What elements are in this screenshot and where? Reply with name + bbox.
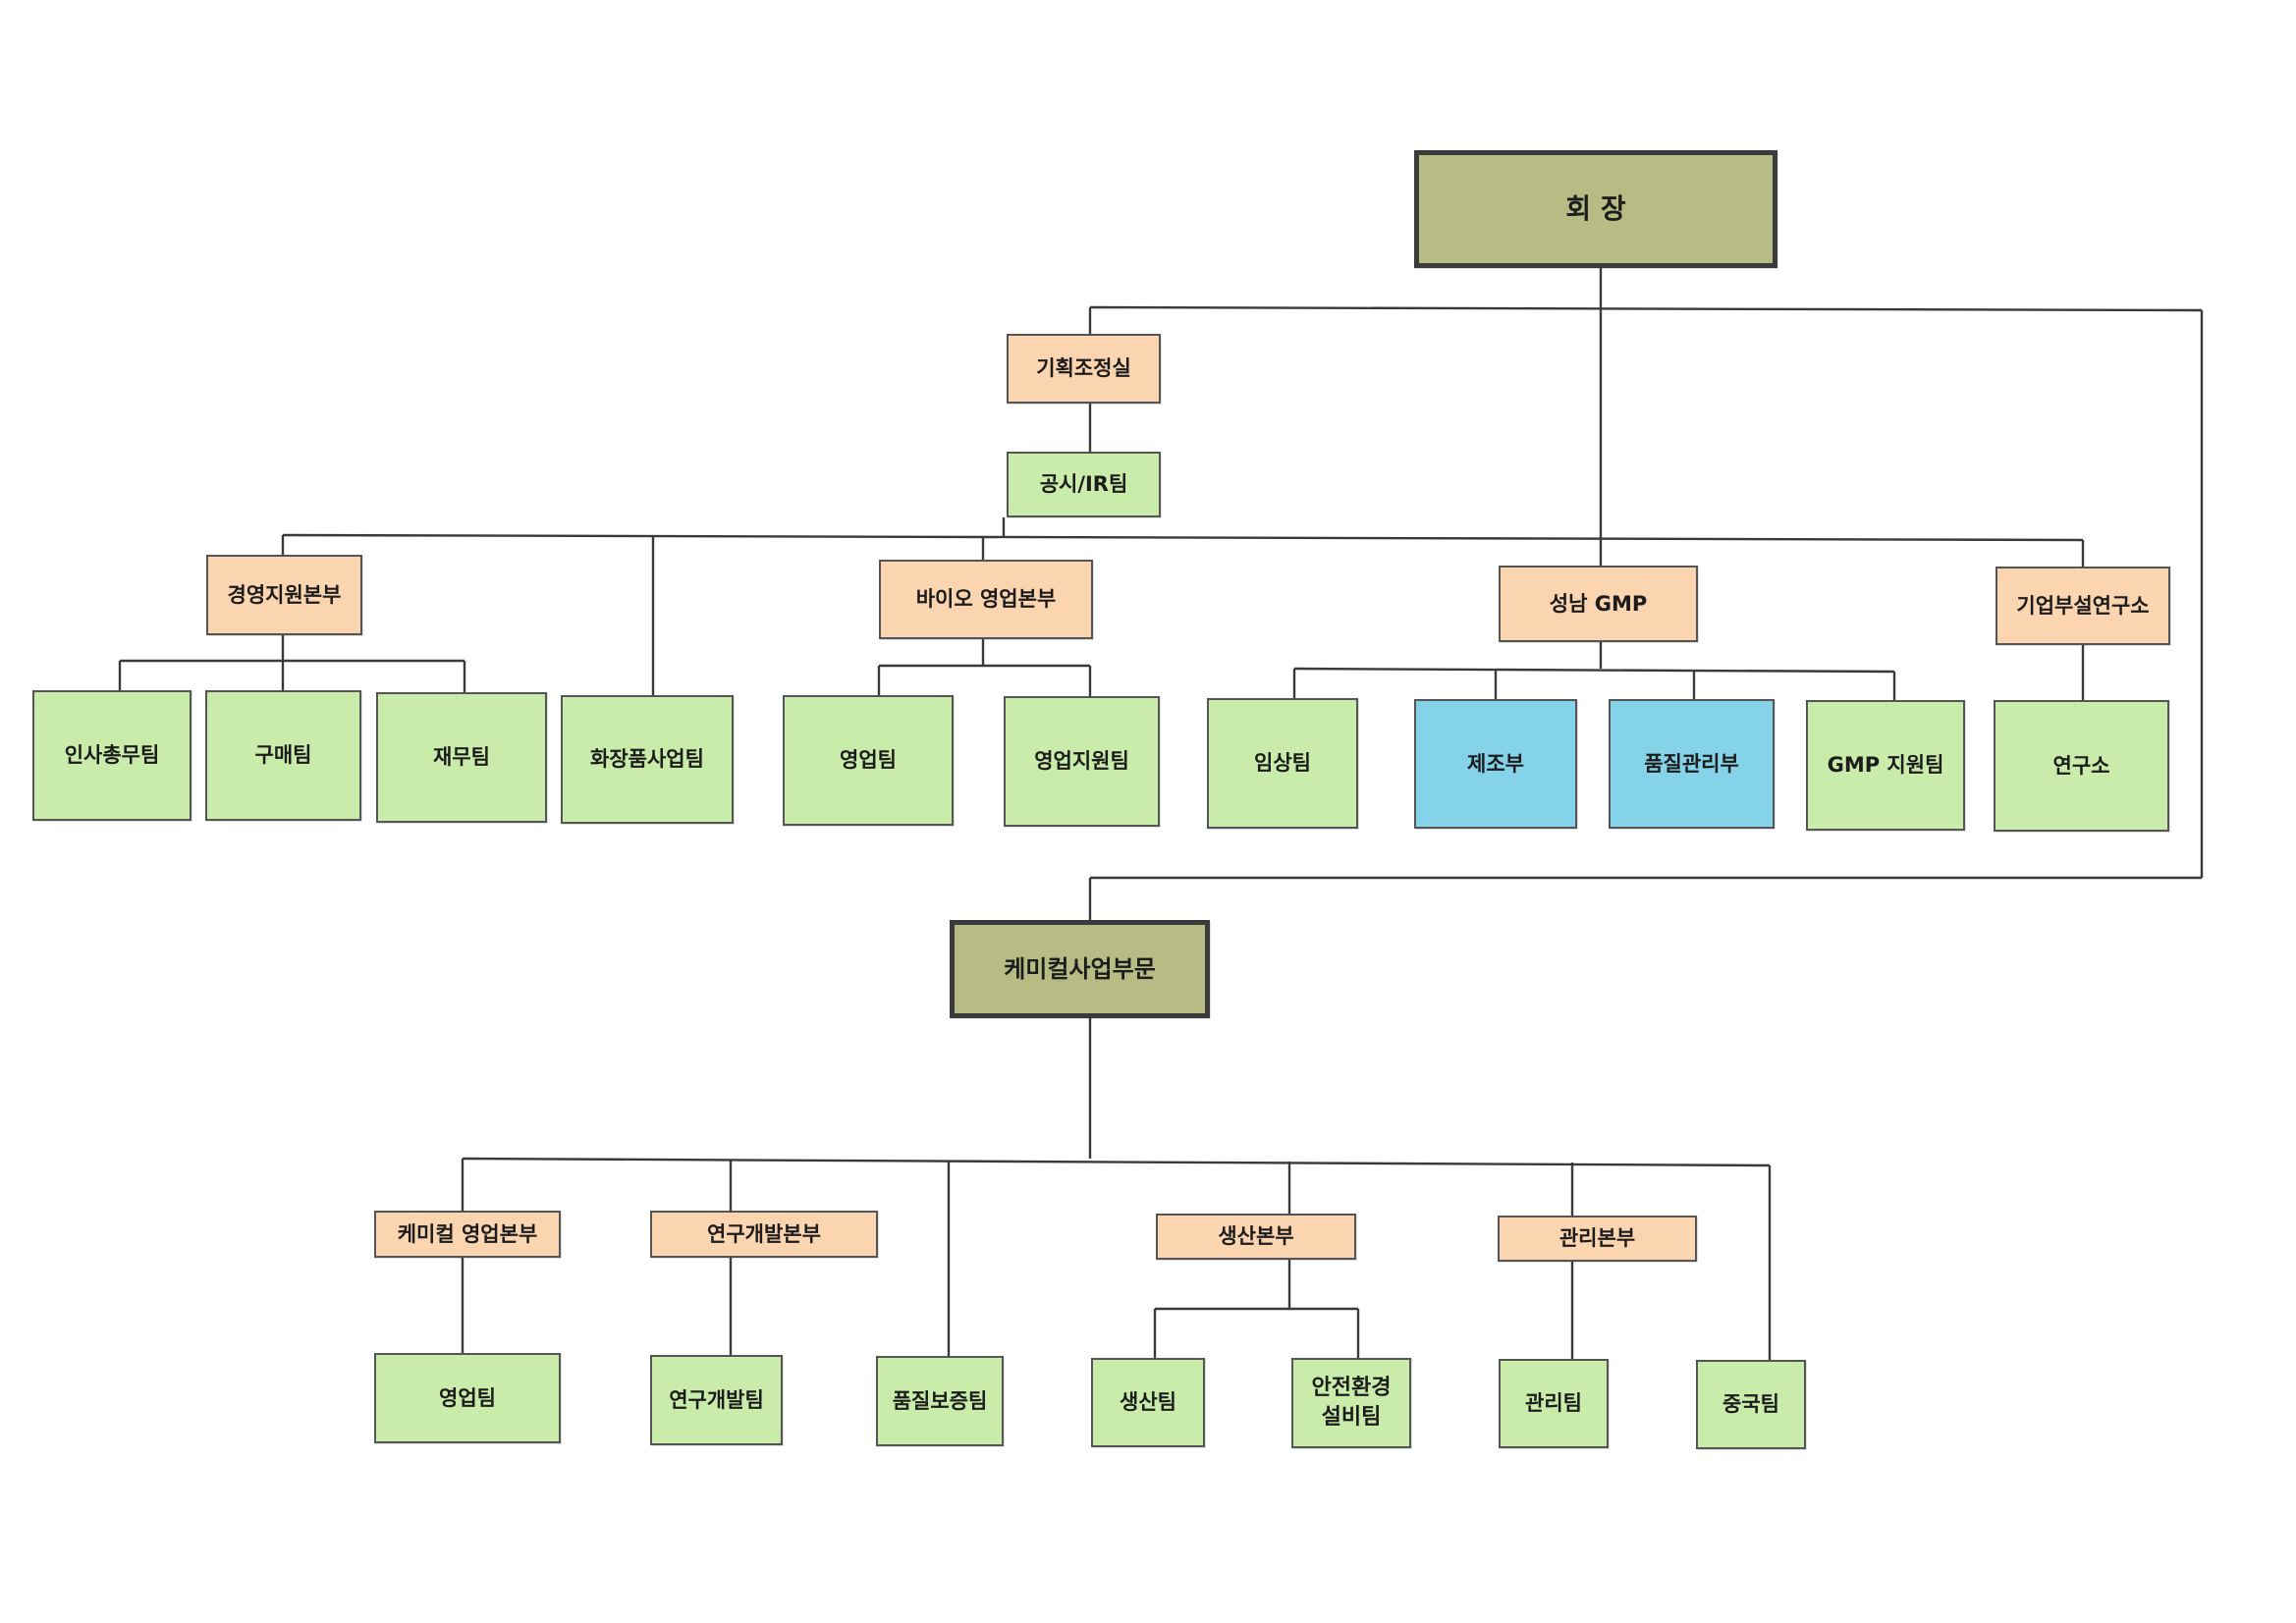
clinical-team-box: 임상팀 bbox=[1207, 698, 1358, 829]
production-team-box: 생산팀 bbox=[1091, 1358, 1205, 1447]
planning-office-box: 기획조정실 bbox=[1007, 334, 1161, 404]
admin-hq-box: 관리본부 bbox=[1498, 1216, 1697, 1262]
bio-sales-hq-box: 바이오 영업본부 bbox=[879, 560, 1093, 639]
finance-team-box: 재무팀 bbox=[376, 692, 547, 823]
rnd-institute-box: 기업부설연구소 bbox=[1995, 567, 2170, 645]
seongnam-gmp-box: 성남 GMP bbox=[1499, 566, 1698, 642]
rnd-team-box: 연구개발팀 bbox=[650, 1355, 783, 1445]
qa-team-box: 품질보증팀 bbox=[876, 1356, 1004, 1446]
mgmt-support-hq-box: 경영지원본부 bbox=[206, 555, 362, 635]
qc-dept-box: 품질관리부 bbox=[1609, 699, 1775, 829]
production-hq-box: 생산본부 bbox=[1156, 1214, 1356, 1260]
research-center-box: 연구소 bbox=[1994, 700, 2169, 832]
rnd-hq-box: 연구개발본부 bbox=[650, 1211, 878, 1258]
cosmetics-team-box: 화장품사업팀 bbox=[561, 695, 734, 824]
chem-sales-team-box: 영업팀 bbox=[374, 1353, 561, 1443]
sales-support-team-box: 영업지원팀 bbox=[1004, 696, 1160, 827]
gmp-support-team-box: GMP 지원팀 bbox=[1806, 700, 1965, 831]
chemical-division-box: 케미컬사업부문 bbox=[950, 920, 1210, 1018]
sales-team-box: 영업팀 bbox=[783, 695, 954, 826]
ir-team-box: 공시/IR팀 bbox=[1007, 452, 1161, 517]
safety-facility-team-box: 안전환경 설비팀 bbox=[1291, 1358, 1411, 1448]
chem-sales-hq-box: 케미컬 영업본부 bbox=[374, 1211, 561, 1258]
admin-team-box: 관리팀 bbox=[1499, 1359, 1609, 1448]
purchasing-team-box: 구매팀 bbox=[205, 690, 361, 821]
hr-team-box: 인사총무팀 bbox=[32, 690, 191, 821]
chairman-box: 회 장 bbox=[1414, 150, 1777, 268]
manufacturing-dept-box: 제조부 bbox=[1414, 699, 1577, 829]
china-team-box: 중국팀 bbox=[1696, 1360, 1806, 1449]
